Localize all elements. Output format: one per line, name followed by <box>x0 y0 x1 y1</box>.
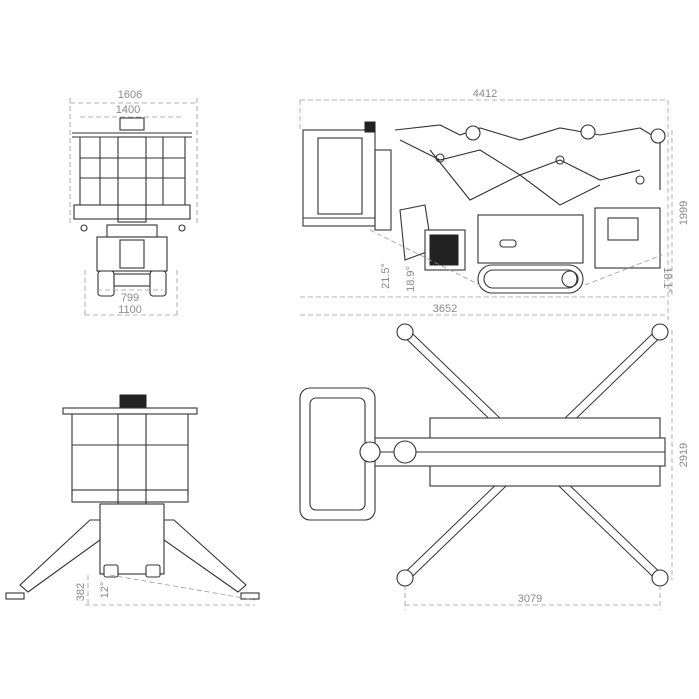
front-outrigger-view: 382 12° <box>5 394 260 606</box>
dimension-label-1606: 1606 <box>118 89 142 101</box>
angle-label-rear: 18.1° <box>661 267 673 293</box>
right-track <box>149 270 167 297</box>
control-box <box>119 117 145 131</box>
crawler-track <box>477 264 584 294</box>
platform-floor <box>73 204 191 220</box>
top-view: 2919 3079 <box>299 323 690 610</box>
dimension-label-799: 799 <box>121 292 139 304</box>
left-pad <box>5 592 25 600</box>
dimension-label-1400: 1400 <box>116 104 140 116</box>
dimension-label-2919: 2919 <box>678 443 690 467</box>
dimension-label-1999: 1999 <box>678 201 690 225</box>
platform-rail <box>62 407 198 415</box>
basket <box>302 129 376 227</box>
angle-label-front: 21.5° <box>380 263 392 289</box>
side-view: 4412 1999 3652 21.5° 18.9° 18.1° <box>299 88 690 320</box>
dimension-label-3079: 3079 <box>518 593 542 605</box>
dimension-label-382: 382 <box>75 583 87 601</box>
right-pad <box>240 592 260 600</box>
left-track <box>97 270 115 297</box>
front-view: 1606 1400 799 1100 <box>69 89 198 318</box>
dimension-label-1100: 1100 <box>118 304 142 316</box>
angle-label-front-inner: 18.9° <box>405 266 417 292</box>
angle-label-12: 12° <box>99 582 111 599</box>
dimension-label-3652: 3652 <box>433 303 457 315</box>
dimension-label-4412: 4412 <box>473 88 497 100</box>
